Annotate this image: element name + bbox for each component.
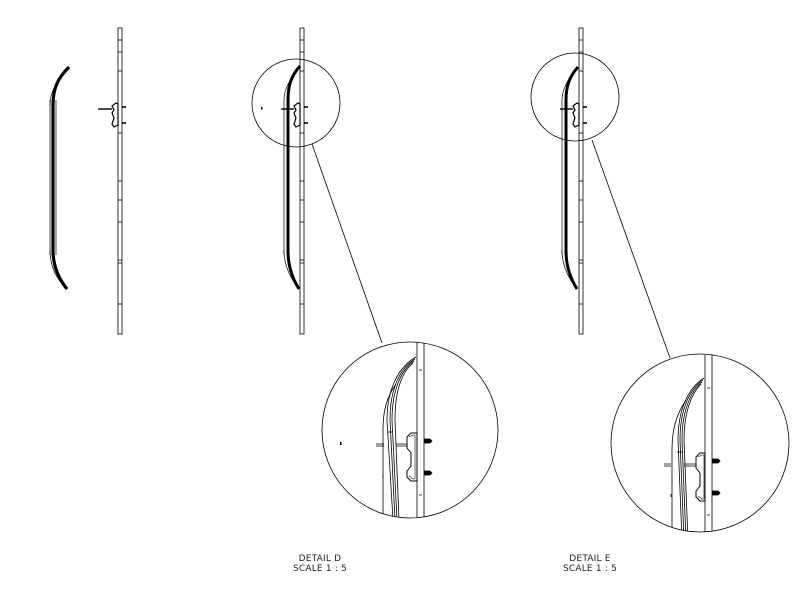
detail-e-callout-circle [530,52,620,142]
detail-e-label: DETAIL E SCALE 1 : 5 [530,554,650,574]
detail-d-callout-circle [251,58,341,148]
view-3-mount-bracket [560,102,587,128]
view-2-mount-bracket [261,102,308,128]
detail-d-title: DETAIL D [298,554,342,564]
view-2-board [283,64,302,290]
view-3-rail [578,27,584,335]
detail-d-enlarged-view [321,341,499,519]
view-3-board [561,65,580,290]
detail-e-enlarged-view [610,353,790,533]
view-2-rail [299,27,305,335]
view-1-mount-bracket [98,102,126,128]
view-1-board-profile [49,65,71,291]
view-1-rail [117,27,123,335]
detail-d-label: DETAIL D SCALE 1 : 5 [260,554,380,574]
detail-e-leader-line [591,139,671,359]
detail-d-leader-line [311,143,383,344]
detail-e-scale: SCALE 1 : 5 [562,564,618,574]
detail-e-title: DETAIL E [569,554,611,564]
detail-d-scale: SCALE 1 : 5 [292,564,348,574]
